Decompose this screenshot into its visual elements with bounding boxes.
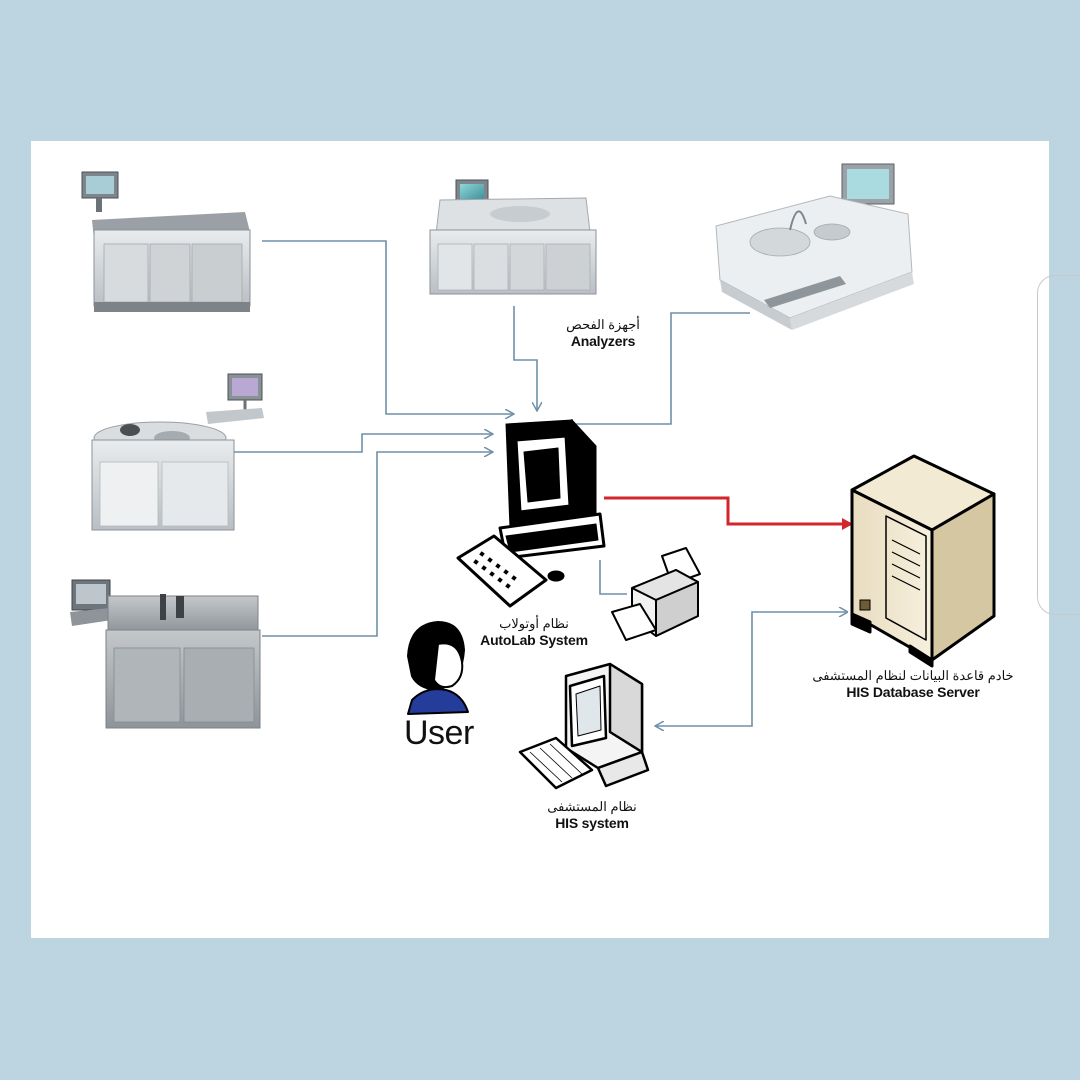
analyzer-mid-left	[91, 373, 264, 531]
autolab-label-arabic: نظام أوتولاب	[499, 616, 569, 631]
analyzers-label-english: Analyzers	[570, 332, 636, 349]
connector-printer	[599, 560, 627, 595]
autolab-workstation-icon	[456, 419, 606, 608]
connector-analyzer-top-left	[262, 240, 513, 414]
connector-his-server	[656, 612, 846, 726]
user-label: User	[404, 714, 474, 752]
his-database-server-label-arabic: خادم قاعدة البيانات لنظام المستشفى	[812, 668, 1014, 683]
autolab-label-english: AutoLab System	[480, 631, 588, 648]
his-database-server-icon	[850, 454, 996, 668]
analyzer-top-center	[429, 179, 597, 295]
his-system-label-arabic: نظام المستشفى	[547, 799, 637, 814]
analyzer-top-right	[715, 163, 914, 330]
connectors	[232, 240, 853, 726]
autolab-label: نظام أوتولاب AutoLab System	[466, 616, 602, 648]
analyzer-bottom-left	[70, 579, 261, 729]
connector-analyzer-mid-left	[232, 434, 492, 453]
his-database-server-label-english: HIS Database Server	[846, 683, 980, 700]
his-system-label-english: HIS system	[555, 814, 629, 831]
connector-analyzer-bottom-left	[262, 452, 492, 637]
connector-autolab-to-server	[604, 496, 853, 530]
connector-analyzer-top-center	[513, 306, 537, 410]
his-system-label: نظام المستشفى HIS system	[540, 799, 644, 831]
analyzers-label: أجهزة الفحص Analyzers	[555, 317, 651, 349]
analyzers-label-arabic: أجهزة الفحص	[566, 317, 640, 332]
user-avatar-icon	[407, 621, 469, 715]
connector-analyzer-top-right	[565, 312, 750, 424]
his-database-server-label: خادم قاعدة البيانات لنظام المستشفى HIS D…	[808, 668, 1018, 700]
analyzer-top-left	[81, 171, 251, 312]
printer-icon	[611, 547, 701, 641]
his-workstation-icon	[518, 662, 650, 790]
edge-scroll-tab[interactable]	[1037, 275, 1080, 615]
